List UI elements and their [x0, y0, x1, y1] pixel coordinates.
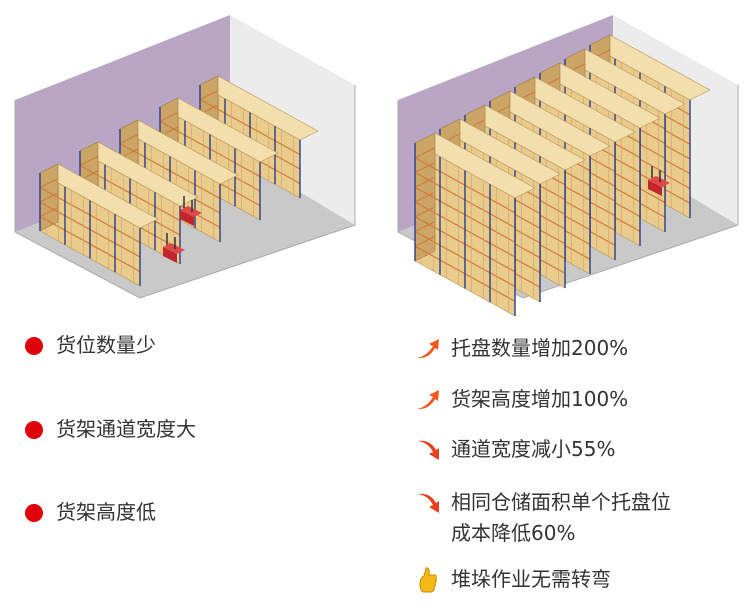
left-point-2: 货架通道宽度大	[25, 414, 196, 445]
right-point-5: 堆垛作业无需转弯	[413, 564, 611, 595]
point-text: 货架高度增加100%	[451, 387, 629, 411]
thumbs-up-icon	[413, 564, 443, 595]
arrow-down-icon	[413, 487, 443, 518]
point-text: 堆垛作业无需转弯	[451, 567, 611, 591]
point-text: 货架通道宽度大	[56, 417, 196, 441]
forklift	[163, 233, 185, 263]
point-text: 通道宽度减小55%	[451, 437, 616, 461]
bullet-dot	[25, 337, 43, 355]
arrow-up-icon	[413, 333, 443, 364]
forklift	[648, 166, 670, 196]
storage-rack	[414, 132, 536, 317]
arrow-up-icon	[413, 384, 443, 415]
point-text: 相同仓储面积单个托盘位	[451, 490, 671, 514]
point-text-line2: 成本降低60%	[451, 521, 576, 545]
point-text: 托盘数量增加200%	[451, 336, 629, 360]
forklift	[180, 196, 202, 226]
right-point-3: 通道宽度减小55%	[413, 434, 615, 465]
point-text: 货架高度低	[56, 500, 156, 524]
warehouse-low-density-illustration	[14, 15, 356, 299]
arrow-down-icon	[413, 434, 443, 465]
warehouse-high-density-illustration	[397, 15, 739, 317]
right-point-1: 托盘数量增加200%	[413, 333, 628, 364]
right-point-2: 货架高度增加100%	[413, 384, 628, 415]
left-point-3: 货架高度低	[25, 497, 156, 528]
storage-rack	[39, 163, 159, 287]
right-point-4: 相同仓储面积单个托盘位 成本降低60%	[413, 487, 671, 549]
left-point-1: 货位数量少	[25, 330, 156, 361]
point-text: 货位数量少	[56, 333, 156, 357]
bullet-dot	[25, 504, 43, 522]
bullet-dot	[25, 421, 43, 439]
